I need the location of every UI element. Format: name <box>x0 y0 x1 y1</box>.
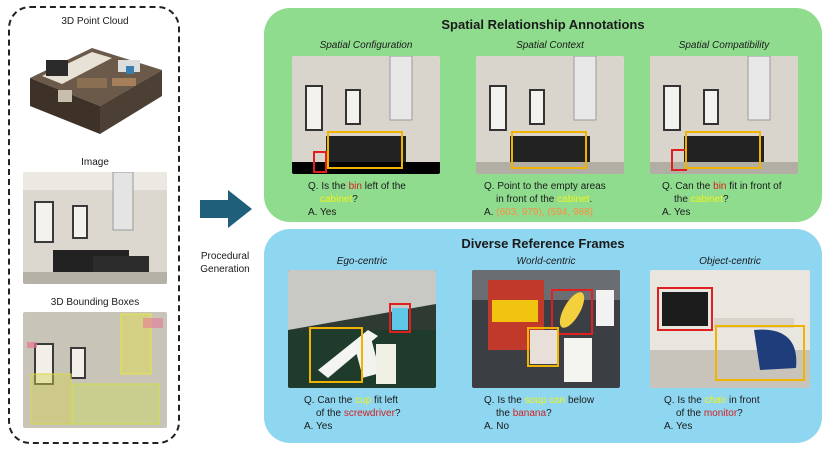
q1-hl-bin: bin <box>348 181 362 192</box>
spatial-compatibility-question: Q. Can the bin fit in front of the cabin… <box>662 180 812 219</box>
col-ego-centric-title: Ego-centric <box>336 256 388 267</box>
q2-hl-cabinet: cabinet <box>557 194 590 205</box>
q2-answer-points: (603, 979), (594, 988) <box>496 207 593 218</box>
q2-pre2: in front of the <box>496 194 558 205</box>
q5-pre2: the <box>496 408 513 419</box>
col-object-centric-title: Object-centric <box>699 256 761 267</box>
q2-line1: Q. Point to the empty areas <box>484 181 606 192</box>
q3-pre: Q. Can the <box>662 181 714 192</box>
q4-answer: A. Yes <box>304 421 333 432</box>
q6-pre2: of the <box>676 408 704 419</box>
spatial-compatibility-image <box>650 56 798 174</box>
spatial-configuration-image <box>292 56 440 174</box>
q5-answer: A. No <box>484 421 510 432</box>
q2-a-pre: A. <box>484 207 497 218</box>
q4-hl-screwdriver: screwdriver <box>343 408 395 419</box>
q6-pre: Q. Is the <box>664 395 705 406</box>
q6-hl-monitor: monitor <box>703 408 738 419</box>
procedural-arrow <box>200 190 252 228</box>
col-spatial-context-title: Spatial Context <box>516 40 584 51</box>
spatial-context-image <box>476 56 624 174</box>
arrow-label-line2: Generation <box>200 264 250 275</box>
q5-hl-soup-can: soup can <box>524 395 566 406</box>
q3-post: ? <box>722 194 729 205</box>
q1-mid: left of the <box>361 181 406 192</box>
data-sources-panel <box>8 6 180 444</box>
q1-post: ? <box>352 194 358 205</box>
spatial-context-question: Q. Point to the empty areas in front of … <box>484 180 634 219</box>
spatial-panel-title: Spatial Relationship Annotations <box>441 17 645 32</box>
q5-hl-banana: banana <box>512 408 547 419</box>
q2-post: . <box>589 194 593 205</box>
q3-pre2: the <box>674 194 691 205</box>
q5-post: ? <box>546 408 552 419</box>
col-spatial-compatibility-title: Spatial Compatibility <box>678 40 770 51</box>
q1-hl-cabinet: cabinet <box>320 194 353 205</box>
q6-hl-chair: chair <box>704 395 727 406</box>
ego-centric-image <box>288 270 436 388</box>
q3-mid: fit in front of <box>726 181 782 192</box>
q6-mid: in front <box>726 395 760 406</box>
object-centric-question: Q. Is the chair in front of the monitor?… <box>664 394 814 433</box>
kitchen-image <box>23 172 167 284</box>
point-cloud-image <box>22 30 168 140</box>
q3-hl-bin: bin <box>713 181 727 192</box>
ego-centric-question: Q. Can the cup fit left of the screwdriv… <box>304 394 454 433</box>
q1-pre: Q. Is the <box>308 181 349 192</box>
object-centric-image <box>650 270 810 388</box>
spatial-configuration-question: Q. Is the bin left of the cabinet? A. Ye… <box>308 180 448 219</box>
q6-answer: A. Yes <box>664 421 693 432</box>
q4-post: ? <box>394 408 401 419</box>
q6-post: ? <box>737 408 743 419</box>
q4-pre: Q. Can the <box>304 395 356 406</box>
q3-answer: A. Yes <box>662 207 691 218</box>
q1-answer: A. Yes <box>308 207 337 218</box>
world-centric-question: Q. Is the soup can below the banana? A. … <box>484 394 634 433</box>
q4-mid: fit left <box>371 395 398 406</box>
q5-pre: Q. Is the <box>484 395 525 406</box>
bounding-boxes-image <box>23 312 167 428</box>
q4-hl-cup: cup <box>355 395 372 406</box>
col-spatial-configuration-title: Spatial Configuration <box>319 40 413 51</box>
arrow-label-line1: Procedural <box>200 251 250 262</box>
pointcloud-label: 3D Point Cloud <box>61 16 129 27</box>
procedural-generation-label: Procedural Generation <box>190 250 260 276</box>
q3-hl-cabinet: cabinet <box>690 194 723 205</box>
col-world-centric-title: World-centric <box>516 256 576 267</box>
bbox-label: 3D Bounding Boxes <box>50 297 140 308</box>
image-label: Image <box>81 157 109 168</box>
world-centric-image <box>472 270 620 388</box>
frames-panel-title: Diverse Reference Frames <box>461 236 625 251</box>
q4-pre2: of the <box>316 408 344 419</box>
q5-mid: below <box>565 395 595 406</box>
